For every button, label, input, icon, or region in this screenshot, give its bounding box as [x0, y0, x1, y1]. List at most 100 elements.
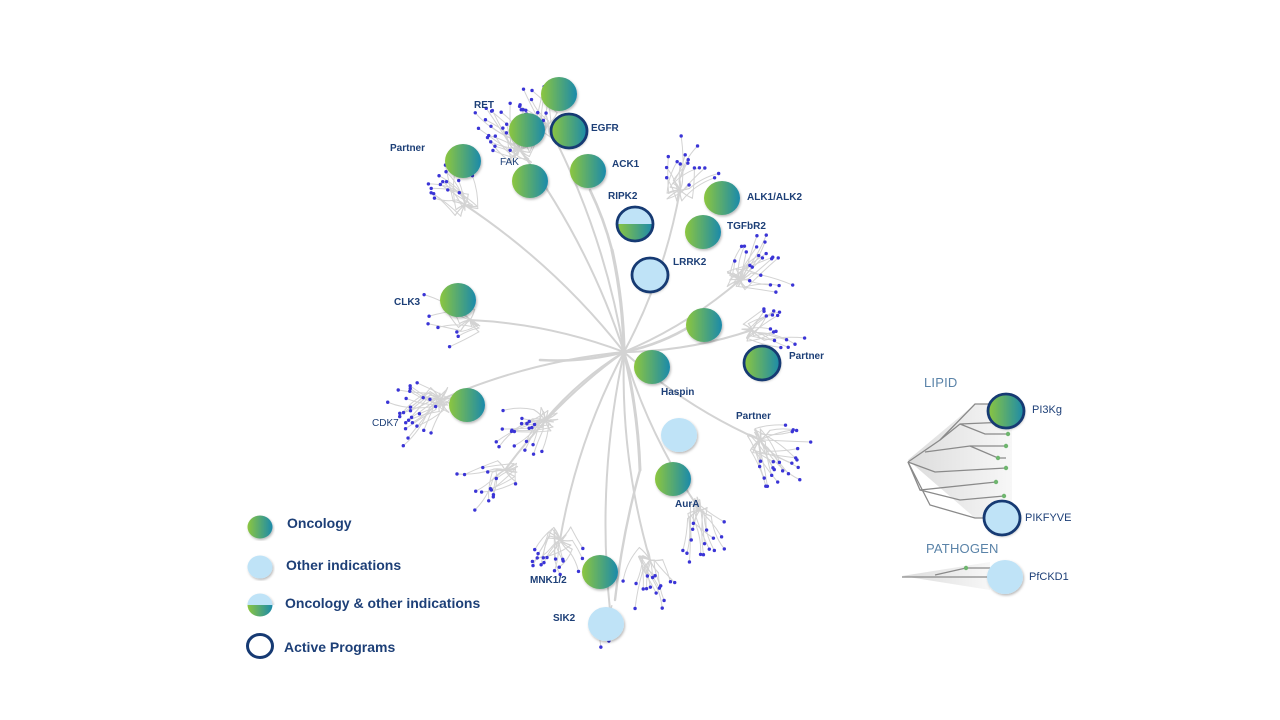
leaf-dot — [398, 414, 402, 419]
tree-branch — [634, 571, 643, 609]
tree-branch — [754, 424, 787, 430]
leaf-dot — [429, 431, 433, 435]
tree-branch — [457, 319, 471, 329]
leaf-dot — [489, 109, 494, 113]
tree-branch — [488, 471, 493, 502]
leaf-dot — [764, 251, 768, 256]
lipid-tree — [907, 403, 1012, 519]
leaf-dot — [524, 108, 528, 112]
tree-branch — [759, 439, 769, 452]
leaf-dot — [742, 244, 747, 248]
tree-branch — [744, 234, 767, 273]
tree-branch — [667, 156, 670, 194]
leaf-dot — [701, 553, 706, 557]
tree-branch — [691, 167, 695, 199]
leaf-dot — [540, 449, 544, 454]
tree-branch — [504, 351, 625, 471]
leaf-dot — [650, 575, 655, 580]
leaf-dot — [759, 273, 763, 277]
leaf-dot — [557, 565, 561, 569]
leaf-dot — [786, 471, 791, 476]
tree-branch — [752, 452, 797, 459]
leaf-dot — [518, 103, 522, 107]
tree-branch — [439, 183, 473, 206]
leaf-dot — [415, 381, 419, 385]
tree-branch — [537, 531, 549, 555]
leaf-dot — [779, 345, 783, 350]
tree-branch — [397, 389, 434, 394]
leaf-dot — [504, 131, 509, 135]
leaf-dot — [513, 482, 518, 486]
tree-branch — [746, 337, 782, 349]
marker-ripk2 — [615, 205, 655, 243]
leaf-dot — [520, 416, 524, 421]
tree-branch — [411, 399, 442, 424]
leaf-dot — [764, 314, 769, 318]
leaf-dot — [493, 134, 498, 138]
leaf-dot — [530, 88, 534, 93]
leaf-dot — [748, 279, 752, 283]
leaf-dot — [695, 144, 700, 148]
tree-branch — [746, 329, 753, 339]
tree-branch — [456, 468, 495, 475]
marker-tgfbr2 — [685, 215, 721, 249]
leaf-dot — [483, 118, 488, 122]
leaf-dot — [512, 444, 516, 448]
leaf-dot — [504, 122, 509, 126]
tree-branch — [742, 241, 766, 278]
tree-branch — [710, 515, 725, 550]
tree-branch — [542, 537, 549, 559]
tree-branch — [705, 507, 708, 531]
tree-branch — [569, 551, 579, 572]
tree-branch — [727, 272, 751, 282]
leaf-dot — [771, 460, 775, 464]
tree-branch — [492, 469, 498, 496]
tree-branch — [457, 327, 480, 337]
tree-branch — [446, 181, 463, 198]
leaf-dot — [489, 488, 494, 492]
tree-branch — [452, 173, 457, 211]
leaf-dot — [457, 191, 461, 195]
tree-branch — [547, 124, 551, 138]
leaf-dot — [487, 133, 491, 138]
leaf-dot — [772, 467, 776, 472]
pathogen-heading: PATHOGEN — [926, 541, 999, 556]
leaf-dot — [664, 175, 669, 180]
tree-branch — [687, 509, 701, 520]
leaf-dot — [545, 555, 549, 560]
tree-branch — [438, 175, 471, 205]
tree-branch — [474, 479, 494, 511]
legend-active-label: Active Programs — [284, 639, 396, 655]
tree-branch — [688, 173, 720, 189]
leaf-dot — [683, 153, 687, 157]
leaf-dot — [527, 419, 531, 424]
tree-branch — [538, 350, 626, 362]
leaf-dot — [763, 240, 767, 244]
leaf-dot — [417, 412, 422, 416]
leaf-dot — [634, 581, 638, 586]
leaf-dot — [754, 245, 759, 249]
leaf-dot — [1003, 443, 1009, 449]
tree-branch — [703, 511, 715, 551]
leaf-dot — [802, 336, 807, 340]
target-markers — [440, 77, 1026, 641]
tree-branch — [502, 407, 535, 412]
marker-haspin — [634, 350, 670, 384]
tree-branch — [693, 522, 714, 539]
leaf-dot — [760, 256, 765, 260]
leaf-dot — [408, 409, 413, 413]
label-sik2: SIK2 — [553, 613, 576, 624]
leaf-dot — [404, 421, 408, 425]
leaf-dot — [793, 342, 797, 346]
tree-branch — [486, 137, 510, 162]
marker-pi3kg — [986, 392, 1026, 430]
leaf-dot — [542, 560, 546, 565]
leaf-dot — [993, 479, 999, 485]
leaf-dot — [691, 521, 696, 526]
tree-branch — [753, 310, 775, 327]
tree-branch — [672, 162, 689, 181]
leaf-dot — [481, 465, 485, 470]
label-aura: AurA — [675, 499, 700, 510]
leaf-dot — [541, 556, 546, 560]
leaf-dot — [641, 587, 645, 591]
